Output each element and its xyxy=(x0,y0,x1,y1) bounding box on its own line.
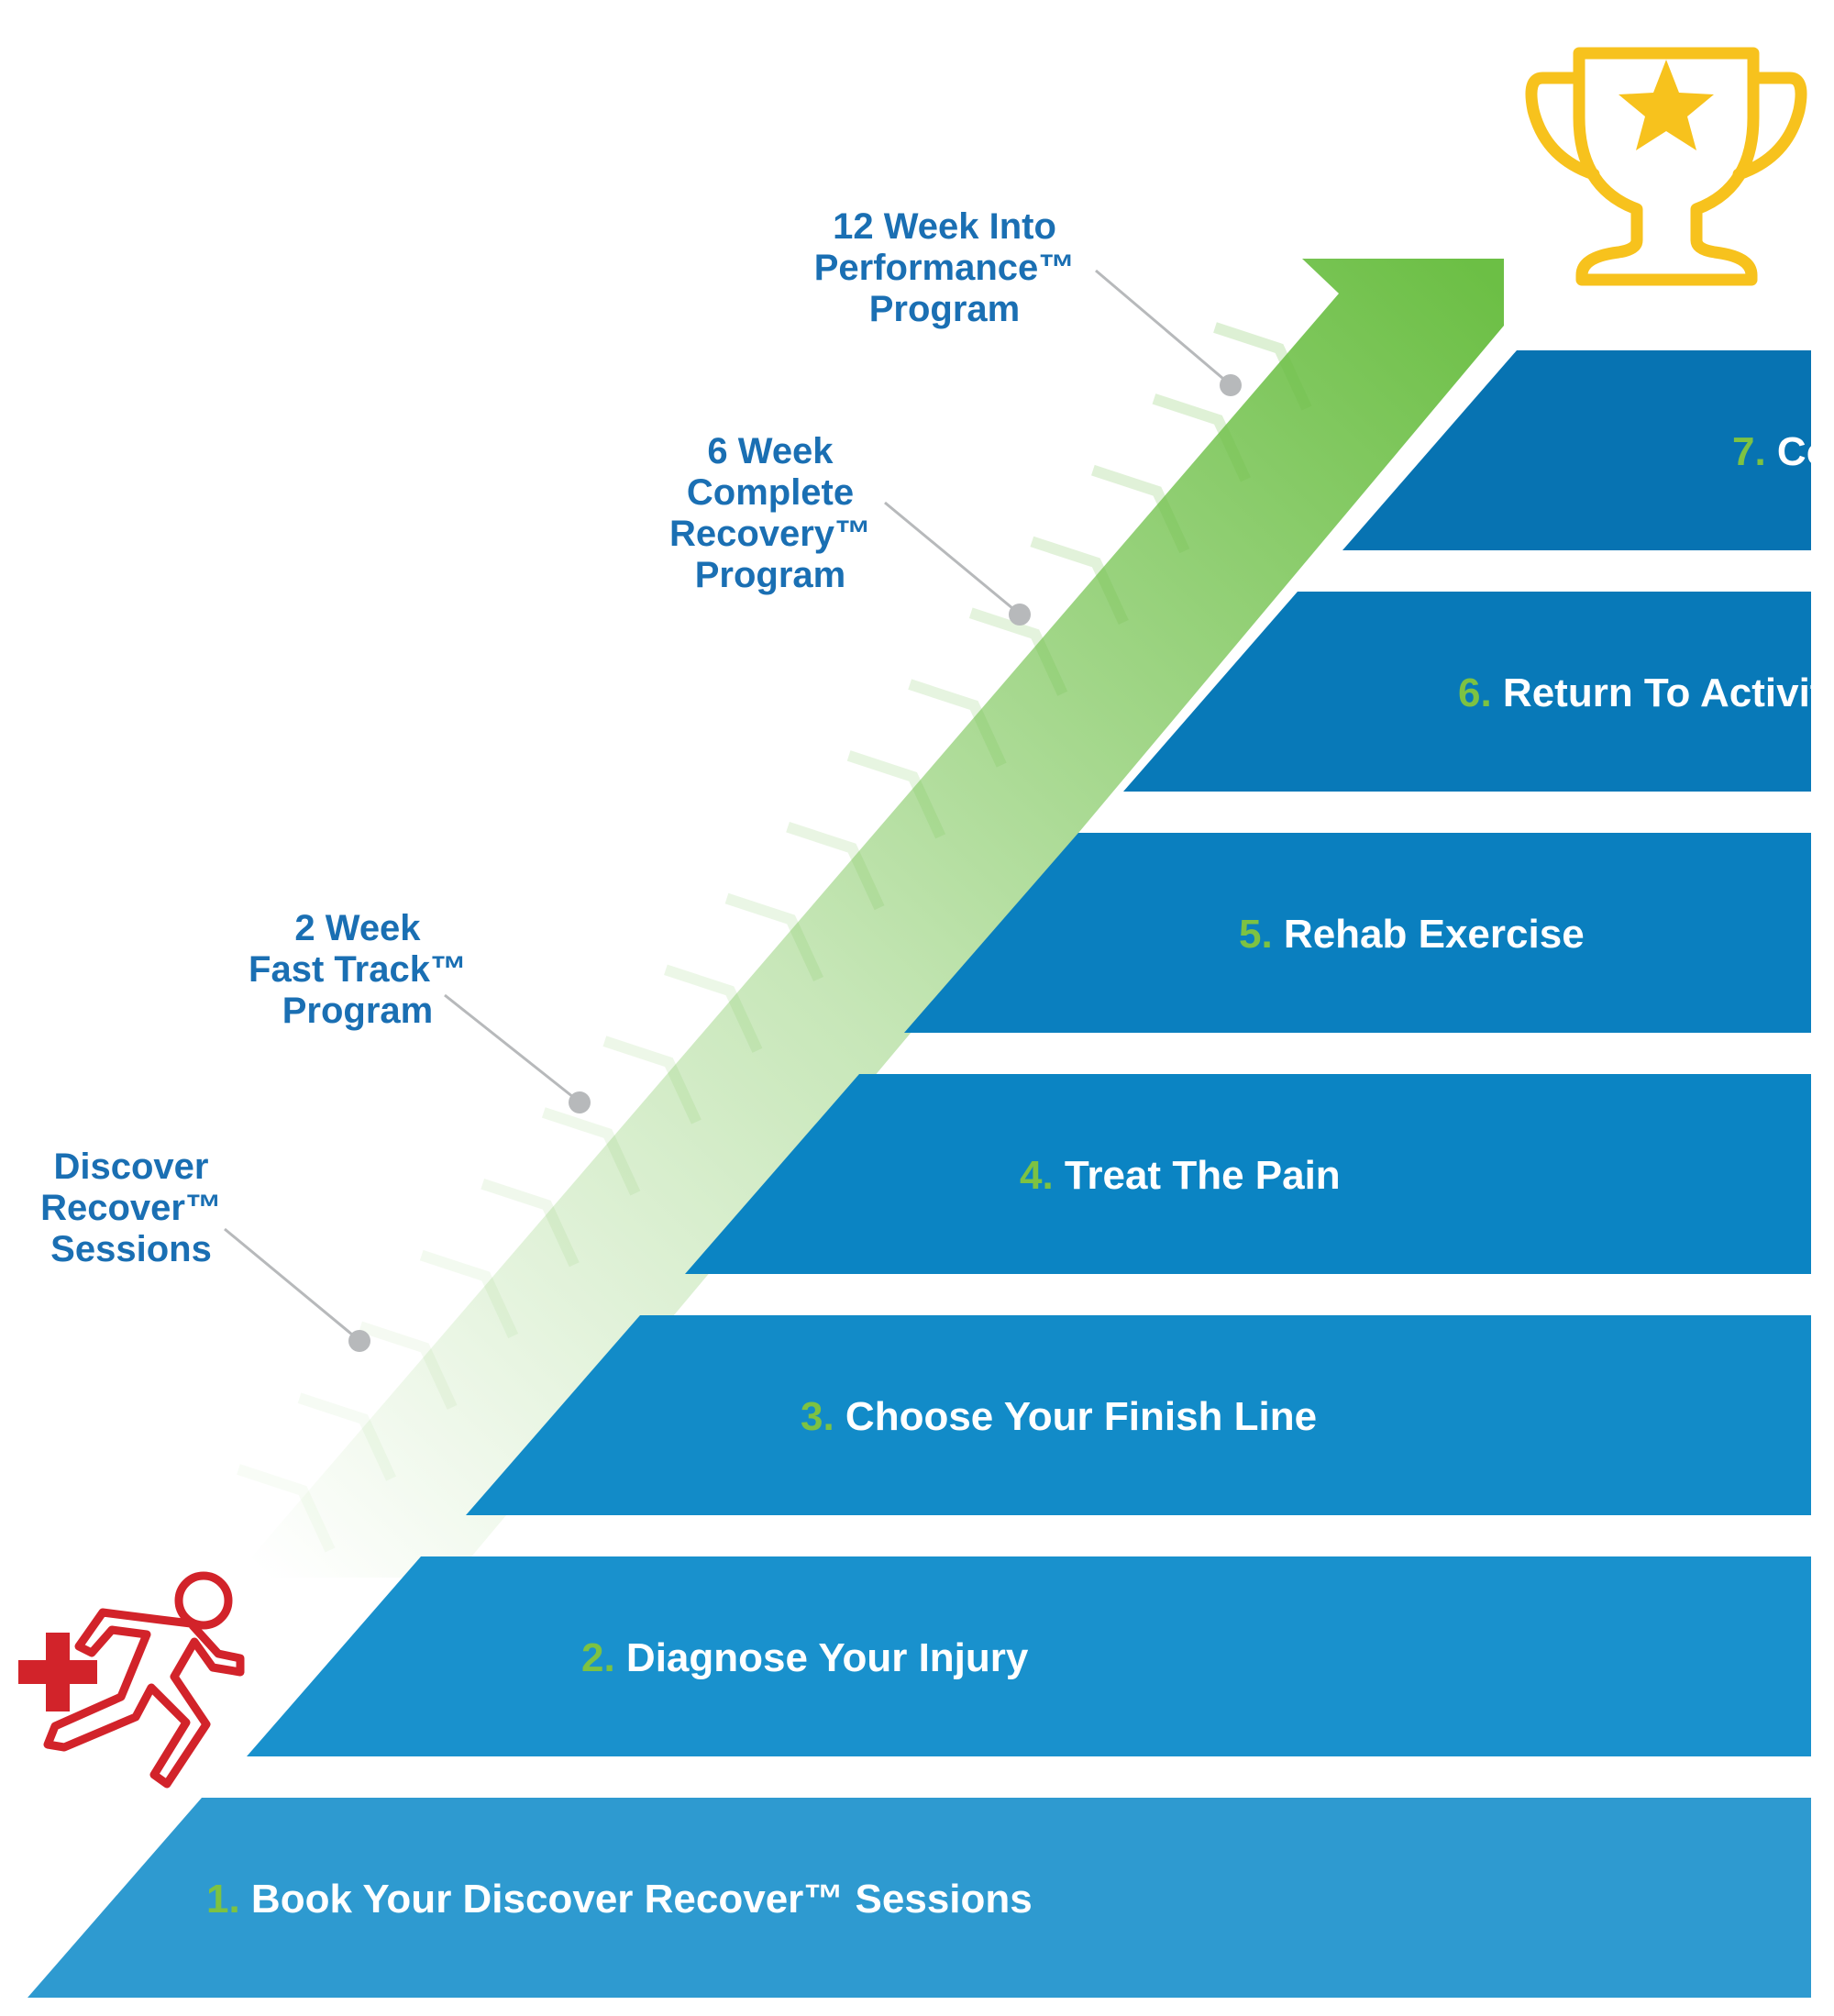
chevron-mark xyxy=(968,607,1068,696)
callout-discover-recover-sessions: Discover Recover™ Sessions xyxy=(40,1146,222,1269)
step-label: 3. Choose Your Finish Line xyxy=(801,1394,1317,1439)
chevron-mark xyxy=(359,1321,458,1410)
chevron-mark xyxy=(786,821,885,911)
step-number: 7. xyxy=(1732,429,1777,474)
step-label-text: Treat The Pain xyxy=(1065,1153,1341,1198)
step-bar xyxy=(1342,350,1811,550)
chevron-mark xyxy=(481,1179,580,1268)
callout-leaders xyxy=(224,269,1242,1352)
step-label-text: Book Your Discover Recover™ Sessions xyxy=(251,1877,1033,1922)
callout-line: Program xyxy=(282,991,434,1031)
callout-12-week-into-performance: 12 Week Into Performance™ Program xyxy=(814,206,1076,329)
step-label: 2. Diagnose Your Injury xyxy=(581,1635,1029,1680)
step-number: 3. xyxy=(801,1394,845,1439)
callout-line: Sessions xyxy=(50,1229,212,1269)
step-4: 4. Treat The Pain xyxy=(685,1074,1811,1274)
chevron-mark xyxy=(1213,322,1312,411)
callout-line: 6 Week xyxy=(707,431,834,471)
first-aid-runner-icon xyxy=(18,1571,245,1789)
step-3: 3. Choose Your Finish Line xyxy=(466,1315,1811,1515)
chevron-mark xyxy=(846,750,946,839)
step-bar xyxy=(685,1074,1811,1274)
step-number: 1. xyxy=(206,1877,251,1922)
step-bar xyxy=(466,1315,1811,1515)
chevron-mark xyxy=(1152,393,1251,482)
step-label: 1. Book Your Discover Recover™ Sessions xyxy=(206,1877,1033,1922)
step-bar xyxy=(28,1798,1811,1998)
step-label: 6. Return To Activity xyxy=(1458,670,1834,715)
step-label-text: Return To Activity xyxy=(1503,670,1834,715)
step-number: 5. xyxy=(1239,912,1284,957)
chevron-mark xyxy=(724,892,823,982)
callout-line: Recover™ xyxy=(40,1188,222,1228)
callout-line: 12 Week Into xyxy=(833,206,1056,247)
step-label-text: Rehab Exercise xyxy=(1284,912,1585,957)
step-label-text: Compete! xyxy=(1777,429,1834,474)
step-bar xyxy=(904,833,1811,1033)
chevron-mark xyxy=(297,1392,397,1481)
step-number: 6. xyxy=(1458,670,1503,715)
callout-line: Program xyxy=(695,555,846,595)
callout-line: 2 Week xyxy=(294,908,421,948)
step-number: 4. xyxy=(1020,1153,1065,1198)
step-7: 7. Compete! xyxy=(1342,350,1834,550)
step-label-text: Diagnose Your Injury xyxy=(626,1635,1029,1680)
steps: 1. Book Your Discover Recover™ Sessions 2… xyxy=(28,350,1834,1998)
step-label: 4. Treat The Pain xyxy=(1020,1153,1341,1198)
leader-2-week xyxy=(444,993,591,1113)
callout-line: Performance™ xyxy=(814,248,1076,288)
chevron-mark xyxy=(664,964,763,1053)
chevron-mark xyxy=(419,1249,519,1339)
arrow-chevrons xyxy=(237,322,1312,1553)
callout-line: Program xyxy=(869,289,1021,329)
step-5: 5. Rehab Exercise xyxy=(904,833,1811,1033)
chevron-mark xyxy=(908,679,1007,768)
step-bar xyxy=(247,1556,1811,1756)
progress-arrow xyxy=(234,259,1504,1578)
step-label: 7. Compete! xyxy=(1732,429,1834,474)
callout-line: Complete xyxy=(687,472,854,513)
chevron-mark xyxy=(237,1464,336,1553)
callout-2-week-fast-track: 2 Week Fast Track™ Program xyxy=(249,908,467,1031)
step-1: 1. Book Your Discover Recover™ Sessions xyxy=(28,1798,1811,1998)
step-number: 2. xyxy=(581,1635,626,1680)
callout-line: Discover xyxy=(54,1146,209,1187)
step-label-text: Choose Your Finish Line xyxy=(845,1394,1317,1439)
step-6: 6. Return To Activity xyxy=(1123,592,1834,792)
callout-6-week-complete-recovery: 6 Week Complete Recovery™ Program xyxy=(669,431,871,595)
callout-line: Recovery™ xyxy=(669,514,871,554)
trophy-star-icon xyxy=(1525,47,1807,286)
chevron-mark xyxy=(541,1107,641,1196)
leader-12-week xyxy=(1095,269,1242,396)
chevron-mark xyxy=(602,1036,702,1124)
leader-discover-recover xyxy=(224,1227,370,1352)
callout-line: Fast Track™ xyxy=(249,949,467,990)
leader-6-week xyxy=(884,501,1031,626)
step-bar xyxy=(1123,592,1811,792)
chevron-mark xyxy=(1030,536,1129,625)
step-2: 2. Diagnose Your Injury xyxy=(247,1556,1811,1756)
step-label: 5. Rehab Exercise xyxy=(1239,912,1585,957)
chevron-mark xyxy=(1091,464,1190,554)
